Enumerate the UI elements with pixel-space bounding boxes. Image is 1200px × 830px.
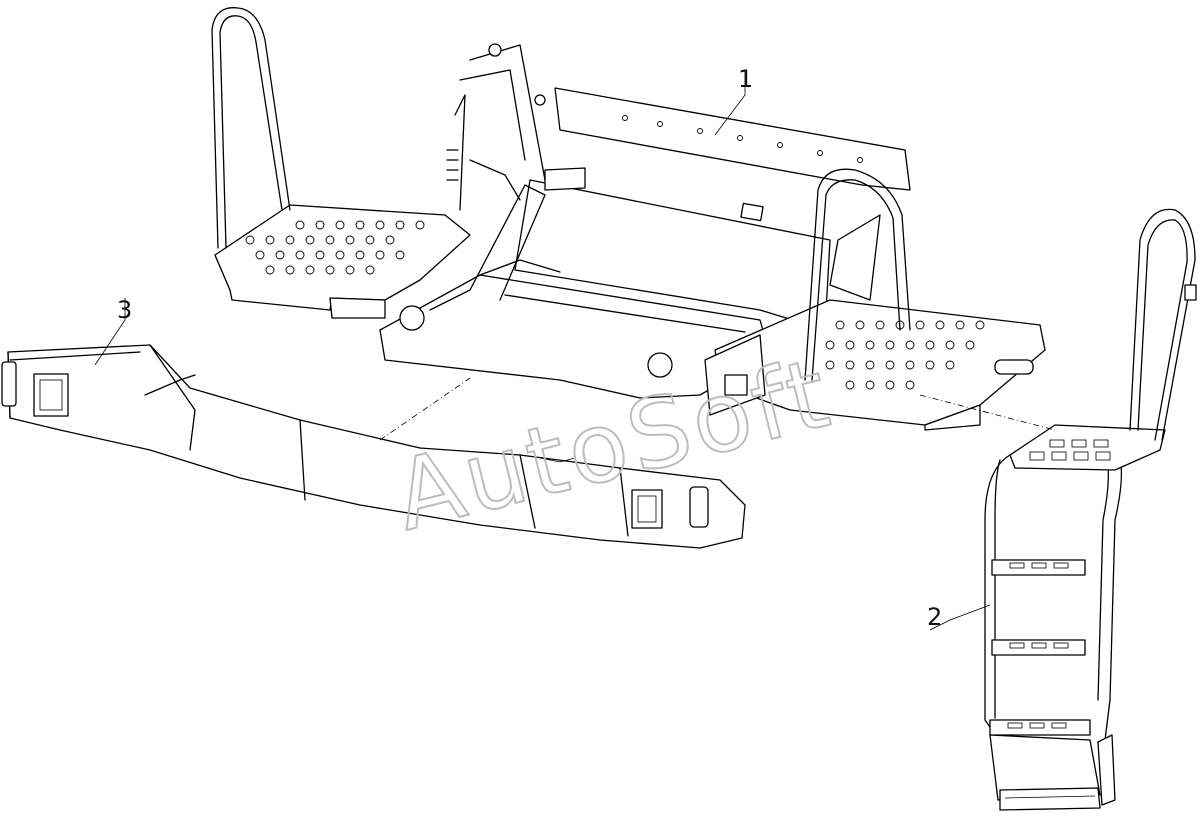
assembly-center-lines bbox=[379, 377, 1056, 441]
callout-2-label: 2 bbox=[927, 603, 942, 631]
callout-1-label: 1 bbox=[738, 65, 753, 93]
left-platform-holes bbox=[245, 220, 425, 275]
part-1-frame-assembly bbox=[211, 7, 1046, 431]
callout-2: 2 bbox=[927, 603, 991, 631]
right-platform-holes bbox=[825, 320, 985, 390]
callout-3-label: 3 bbox=[117, 296, 132, 324]
part-3-bumper bbox=[1, 344, 746, 549]
callout-3: 3 bbox=[94, 296, 132, 366]
callout-1: 1 bbox=[714, 65, 753, 136]
part-2-ladder bbox=[984, 208, 1197, 811]
